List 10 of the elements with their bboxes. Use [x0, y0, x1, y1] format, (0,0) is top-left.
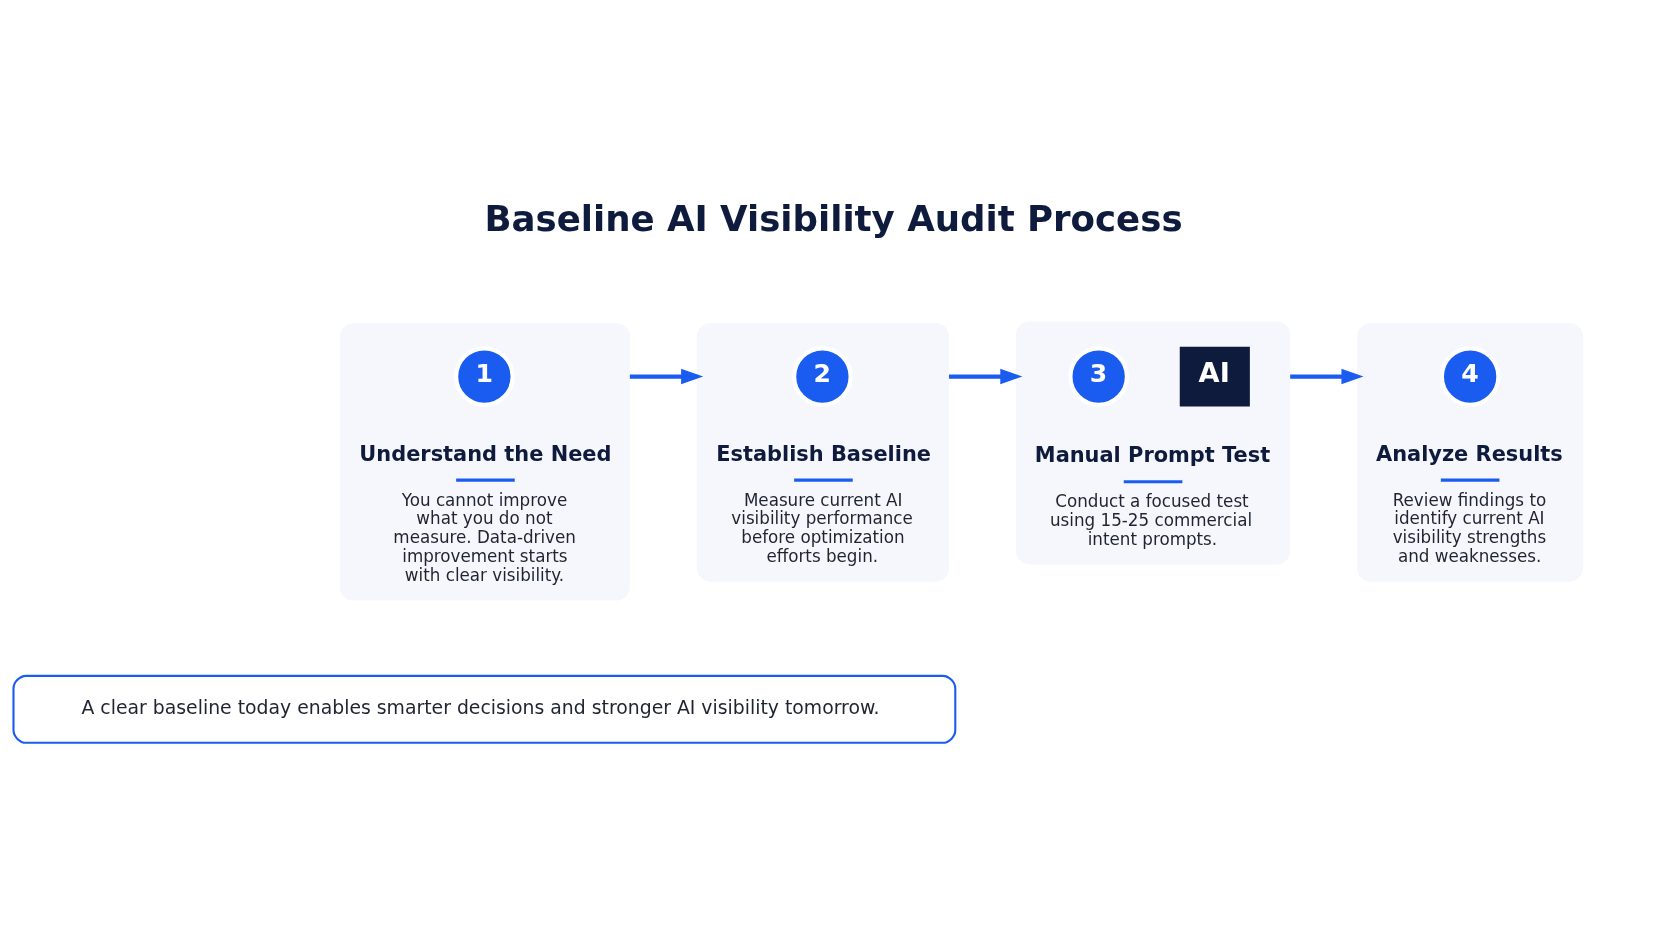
- label: AI: [1198, 356, 1230, 388]
- node-circle: 2: [792, 345, 853, 407]
- node-box: A clear baseline today enables smarter decisions and stronger AI visibility tomorrow.: [12, 674, 957, 744]
- arrow: [1290, 368, 1364, 384]
- node-circle: 4: [1439, 345, 1501, 407]
- node-circle: 1: [454, 345, 515, 407]
- arrow: [629, 368, 704, 384]
- diagram-title: Baseline AI Visibility Audit Process: [484, 197, 1183, 239]
- arrow: [949, 368, 1023, 384]
- node-circle: 3: [1068, 345, 1129, 407]
